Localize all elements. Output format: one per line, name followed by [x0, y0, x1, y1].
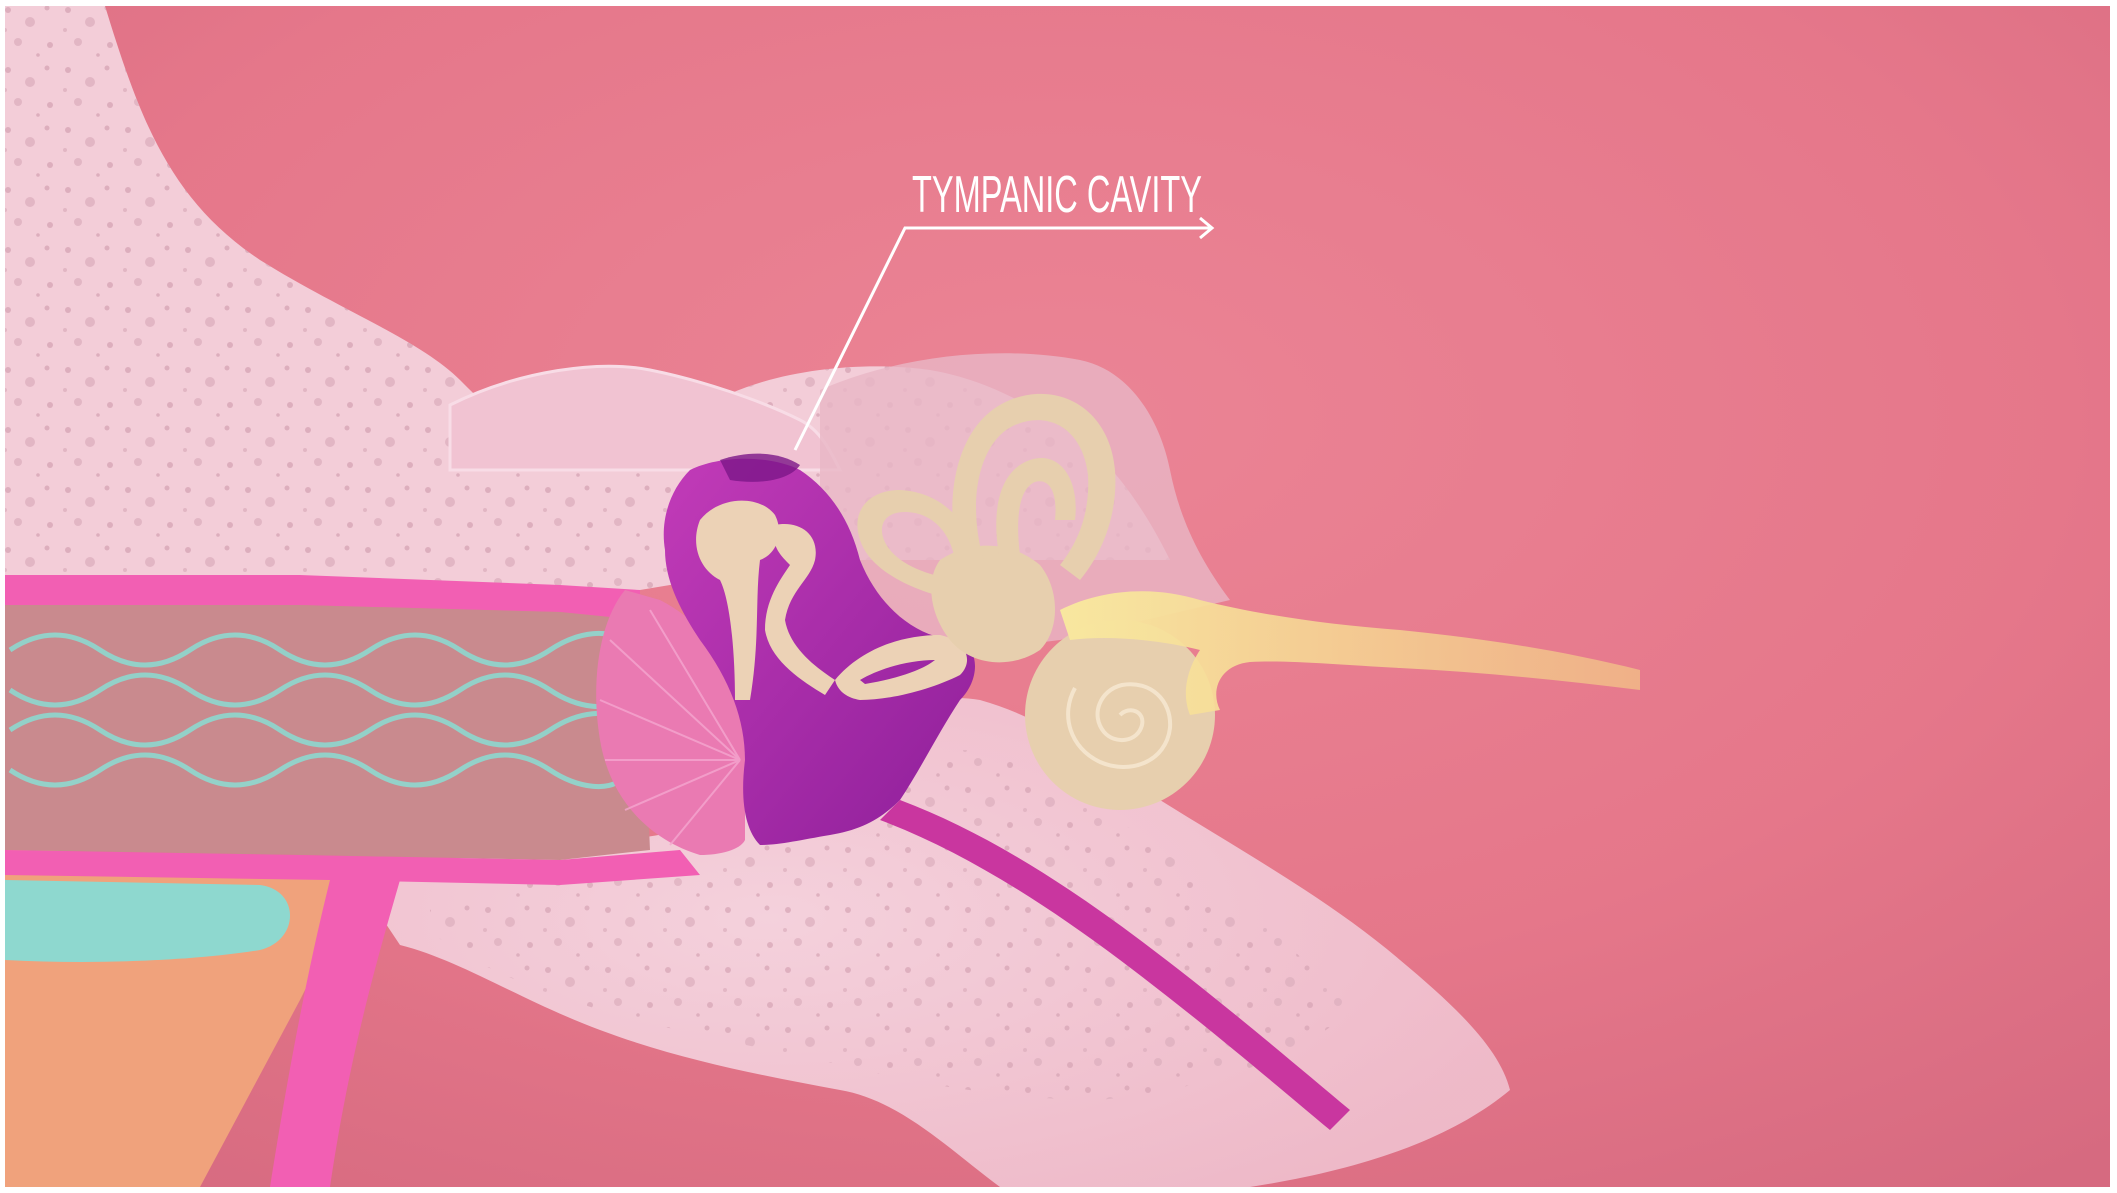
callout-label: TYMPANIC CAVITY — [912, 166, 1202, 224]
cartilage-blob — [5, 880, 290, 962]
